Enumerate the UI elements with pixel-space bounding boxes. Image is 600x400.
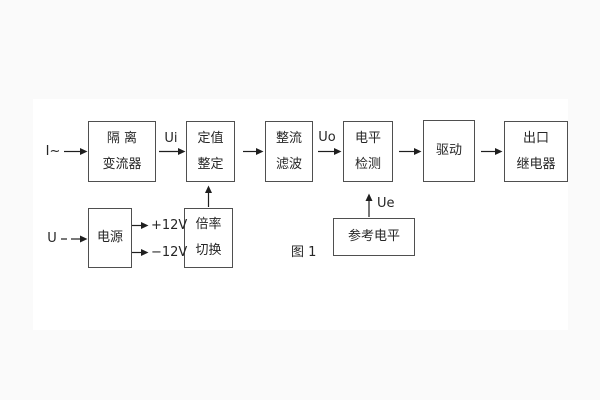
block-ratio-switch-line2: 切换 <box>195 243 222 258</box>
block-output-relay-line1: 出口 <box>522 130 549 146</box>
block-setting-adjust: 定值 整定 <box>186 121 235 182</box>
block-rectify-filter-line2: 滤波 <box>275 156 302 172</box>
figure-caption: 图 1 <box>291 245 317 260</box>
label-uo: Uo <box>318 130 336 145</box>
block-drive-label: 驱动 <box>435 143 462 158</box>
block-isolation-transformer-line1: 隔 离 <box>106 130 138 146</box>
label-input-current: I~ <box>45 144 61 159</box>
block-drive: 驱动 <box>423 120 475 182</box>
block-rectify-filter: 整流 滤波 <box>265 121 313 182</box>
block-level-detect: 电平 检测 <box>343 121 393 182</box>
label-ue: Ue <box>377 196 395 211</box>
label-ui: Ui <box>164 131 178 146</box>
block-power-supply-label: 电源 <box>96 230 123 245</box>
block-level-detect-line1: 电平 <box>354 130 381 146</box>
block-ratio-switch-line1: 倍率 <box>195 217 222 232</box>
block-reference-level: 参考电平 <box>333 218 415 256</box>
block-output-relay: 出口 继电器 <box>504 121 568 182</box>
block-rectify-filter-line1: 整流 <box>275 130 302 146</box>
block-isolation-transformer-line2: 变流器 <box>102 156 142 172</box>
block-isolation-transformer: 隔 离 变流器 <box>88 121 156 182</box>
block-reference-level-label: 参考电平 <box>347 229 400 244</box>
block-level-detect-line2: 检测 <box>354 156 381 172</box>
block-setting-adjust-line1: 定值 <box>197 130 224 146</box>
block-power-supply: 电源 <box>88 208 132 268</box>
block-ratio-switch: 倍率 切换 <box>184 208 233 268</box>
label-input-voltage: U <box>47 231 57 246</box>
block-setting-adjust-line2: 整定 <box>197 156 224 172</box>
block-output-relay-line2: 继电器 <box>516 156 556 172</box>
label-plus12v: +12V <box>151 218 188 233</box>
label-minus12v: −12V <box>151 245 188 260</box>
